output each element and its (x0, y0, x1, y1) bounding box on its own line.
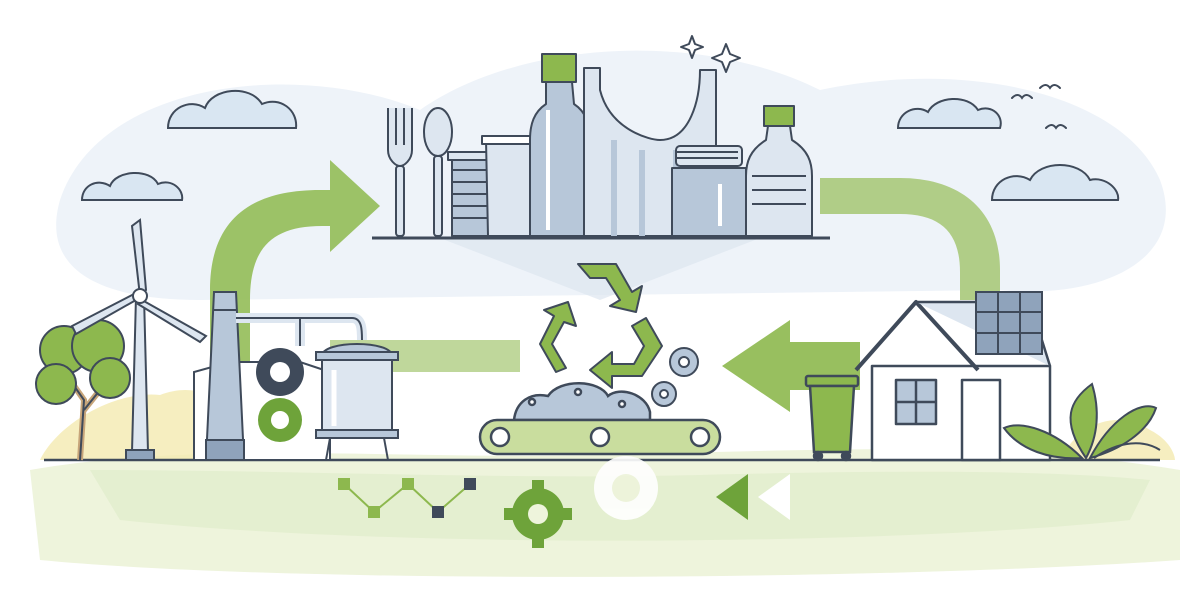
rewind-arrows-icon (716, 474, 790, 520)
green-arrow-to-products (210, 160, 380, 420)
jar-icon (671, 145, 747, 237)
plant-icon (1002, 382, 1161, 460)
storage-tank-icon (315, 343, 399, 461)
waste-pile (512, 382, 652, 422)
tree-icon (35, 319, 131, 461)
gear-icon (651, 381, 677, 407)
glass-bottle-icon (529, 53, 591, 237)
gear-icon (256, 348, 304, 396)
cloud-icon (990, 164, 1120, 201)
sparkle-icon (680, 35, 741, 73)
spoon-icon (423, 107, 453, 237)
solar-panel-icon (975, 291, 1043, 355)
trash-bin-icon (804, 374, 860, 462)
cloud-icon (166, 90, 298, 129)
network-chain-icon (338, 478, 476, 518)
gear-icon (258, 398, 302, 442)
cloud-icon (896, 97, 1002, 129)
plastic-bottle-icon (745, 105, 813, 237)
gear-icon (504, 480, 572, 548)
conveyor-belt-icon (478, 382, 722, 456)
birds-icon (1011, 84, 1067, 130)
wind-turbine-icon (70, 218, 208, 461)
gear-icon (669, 347, 699, 377)
cloud-icon (80, 171, 184, 201)
fork-icon (387, 108, 413, 237)
gear-icon (594, 456, 658, 520)
recycle-symbol-icon (539, 263, 663, 389)
green-arrow-to-house (820, 178, 1000, 300)
clouds (80, 90, 1120, 201)
